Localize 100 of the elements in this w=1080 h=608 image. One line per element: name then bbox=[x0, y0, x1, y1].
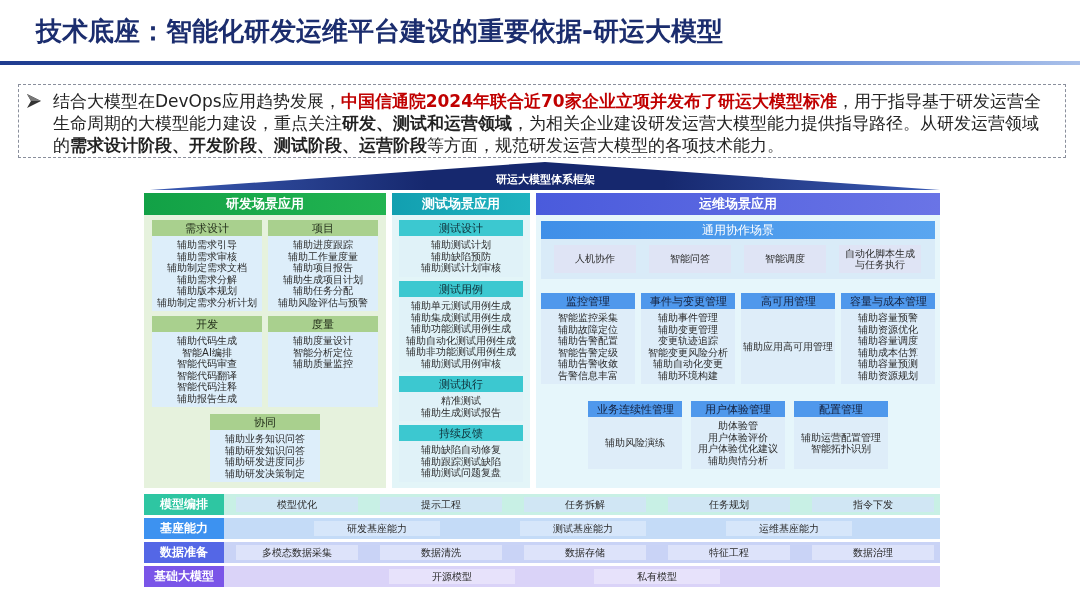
capability-item: 用户体验优化建议 bbox=[698, 443, 778, 455]
capability-card bbox=[691, 401, 785, 469]
card-heading: 度量 bbox=[268, 316, 378, 332]
capability-item: 辅助变更管理 bbox=[658, 323, 718, 335]
capability-item: 辅助任务分配 bbox=[293, 285, 353, 297]
capability-card bbox=[841, 293, 935, 384]
capability-card bbox=[641, 293, 735, 384]
layer-item: 数据清洗 bbox=[380, 545, 502, 560]
capability-item: 辅助容量预测 bbox=[858, 358, 918, 370]
capability-item: 用户体验评价 bbox=[708, 431, 768, 443]
capability-item: 辅助容量预警 bbox=[858, 312, 918, 324]
capability-item: 辅助资源规划 bbox=[858, 369, 918, 381]
layer-item: 特征工程 bbox=[668, 545, 790, 560]
scenario-item: 自动化脚本生成与任务执行 bbox=[839, 245, 921, 273]
capability-item: 辅助集成测试用例生成 bbox=[411, 311, 511, 323]
capability-item: 辅助制定需求分析计划 bbox=[157, 296, 257, 308]
capability-item: 智能分析定位 bbox=[293, 346, 353, 358]
layer-item: 任务拆解 bbox=[524, 497, 646, 512]
capability-item: 智能代码翻译 bbox=[177, 369, 237, 381]
capability-item: 辅助资源优化 bbox=[858, 323, 918, 335]
layer-item: 私有模型 bbox=[594, 569, 720, 584]
capability-item: 辅助质量监控 bbox=[293, 358, 353, 370]
scenario-item: 智能问答 bbox=[649, 245, 731, 273]
scenario-item: 智能调度 bbox=[744, 245, 826, 273]
capability-item: 辅助研发知识问答 bbox=[225, 444, 305, 456]
layer-item: 提示工程 bbox=[380, 497, 502, 512]
scenario-item: 人机协作 bbox=[554, 245, 636, 273]
capability-item: 辅助需求分解 bbox=[177, 273, 237, 285]
layer-band bbox=[144, 518, 940, 539]
layer-item: 数据存储 bbox=[524, 545, 646, 560]
capability-item: 辅助运营配置管理 bbox=[801, 431, 881, 443]
capability-item: 辅助度量设计 bbox=[293, 335, 353, 347]
capability-item: 辅助容量调度 bbox=[858, 335, 918, 347]
capability-item: 告警信息丰富 bbox=[558, 369, 618, 381]
capability-item: 智能拓扑识别 bbox=[811, 443, 871, 455]
capability-item: 辅助项目报告 bbox=[293, 262, 353, 274]
capability-item: 辅助生成测试报告 bbox=[421, 406, 501, 418]
card-heading: 测试执行 bbox=[399, 376, 523, 392]
page-title: 技术底座：智能化研发运维平台建设的重要依据-研运大模型 bbox=[36, 15, 723, 48]
layer-band bbox=[144, 566, 940, 587]
layer-item: 研发基座能力 bbox=[314, 521, 440, 536]
capability-item: 辅助研发进度同步 bbox=[225, 456, 305, 468]
capability-item: 辅助研发决策制定 bbox=[225, 467, 305, 479]
capability-item: 辅助非功能测试用例生成 bbox=[406, 346, 516, 358]
scenario-panel bbox=[144, 193, 386, 488]
capability-card bbox=[152, 316, 262, 407]
layer-band bbox=[144, 494, 940, 515]
layer-label: 基座能力 bbox=[144, 518, 224, 539]
capability-card bbox=[794, 401, 888, 469]
card-heading: 监控管理 bbox=[541, 293, 635, 309]
capability-item: 智能AI编排 bbox=[182, 346, 232, 358]
capability-item: 辅助业务知识问答 bbox=[225, 433, 305, 445]
capability-item: 辅助需求审核 bbox=[177, 250, 237, 262]
card-heading: 业务连续性管理 bbox=[588, 401, 682, 417]
capability-card bbox=[588, 401, 682, 469]
capability-item: 精准测试 bbox=[441, 395, 481, 407]
capability-item: 辅助告警收敛 bbox=[558, 358, 618, 369]
layer-item: 任务规划 bbox=[668, 497, 790, 512]
scenario-panel bbox=[392, 193, 530, 488]
capability-item: 辅助风险演练 bbox=[605, 437, 665, 449]
capability-item: 辅助舆情分析 bbox=[708, 454, 768, 466]
panel-heading: 研发场景应用 bbox=[144, 193, 386, 215]
card-heading: 开发 bbox=[152, 316, 262, 332]
capability-item: 辅助自动化变更 bbox=[653, 358, 723, 370]
capability-item: 辅助故障定位 bbox=[558, 323, 618, 335]
capability-card bbox=[741, 293, 835, 384]
capability-item: 助体验管 bbox=[718, 420, 758, 432]
layer-item: 开源模型 bbox=[389, 569, 515, 584]
layer-label: 数据准备 bbox=[144, 542, 224, 563]
layer-item: 测试基座能力 bbox=[520, 521, 646, 536]
capability-card bbox=[152, 220, 262, 311]
capability-item: 智能告警定级 bbox=[558, 346, 618, 358]
card-heading: 测试设计 bbox=[399, 220, 523, 236]
layer-item: 多模态数据采集 bbox=[236, 545, 358, 560]
capability-item: 辅助代码生成 bbox=[177, 335, 237, 347]
capability-item: 辅助测试问题复盘 bbox=[421, 467, 501, 479]
capability-item: 辅助工作量度量 bbox=[288, 250, 358, 262]
layer-item: 数据治理 bbox=[812, 545, 934, 560]
card-heading: 协同 bbox=[210, 414, 320, 430]
layer-item: 指令下发 bbox=[812, 497, 934, 512]
capability-card bbox=[268, 220, 378, 311]
banner-title: 研运大模型体系框架 bbox=[495, 173, 595, 188]
card-heading: 事件与变更管理 bbox=[641, 293, 735, 309]
capability-item: 辅助跟踪测试缺陷 bbox=[421, 455, 501, 467]
capability-item: 辅助测试计划审核 bbox=[421, 262, 501, 274]
capability-item: 辅助单元测试用例生成 bbox=[411, 300, 511, 312]
capability-item: 辅助告警配置 bbox=[558, 335, 618, 347]
capability-item: 辅助进度跟踪 bbox=[293, 239, 353, 251]
intro-paragraph: 结合大模型在DevOps应用趋势发展，中国信通院2024年联合近70家企业立项并发布了研运大模型标准，用于指导基于研发运营全生命周期的大模型能力建设，重点关注研发、测试和运营领域，为相关企业建设研发运营大模型能力提供指导路径。从研发运营领域的需求设计阶段、开发阶段、测试阶段、运营阶段等方面，规范研发运营大模型的各项技术能力。 bbox=[53, 90, 1042, 156]
card-heading: 测试用例 bbox=[399, 281, 523, 297]
capability-item: 智能监控采集 bbox=[558, 312, 618, 324]
note-panel bbox=[18, 84, 1066, 158]
capability-item: 辅助应用高可用管理 bbox=[743, 340, 833, 353]
card-heading: 用户体验管理 bbox=[691, 401, 785, 417]
capability-item: 辅助缺陷自动修复 bbox=[421, 444, 501, 456]
capability-item: 智能变更风险分析 bbox=[648, 346, 728, 358]
capability-item: 变更轨迹追踪 bbox=[658, 335, 718, 347]
capability-item: 辅助测试用例审核 bbox=[421, 357, 501, 369]
panel-heading: 运维场景应用 bbox=[536, 193, 940, 215]
layer-item: 模型优化 bbox=[236, 497, 358, 512]
